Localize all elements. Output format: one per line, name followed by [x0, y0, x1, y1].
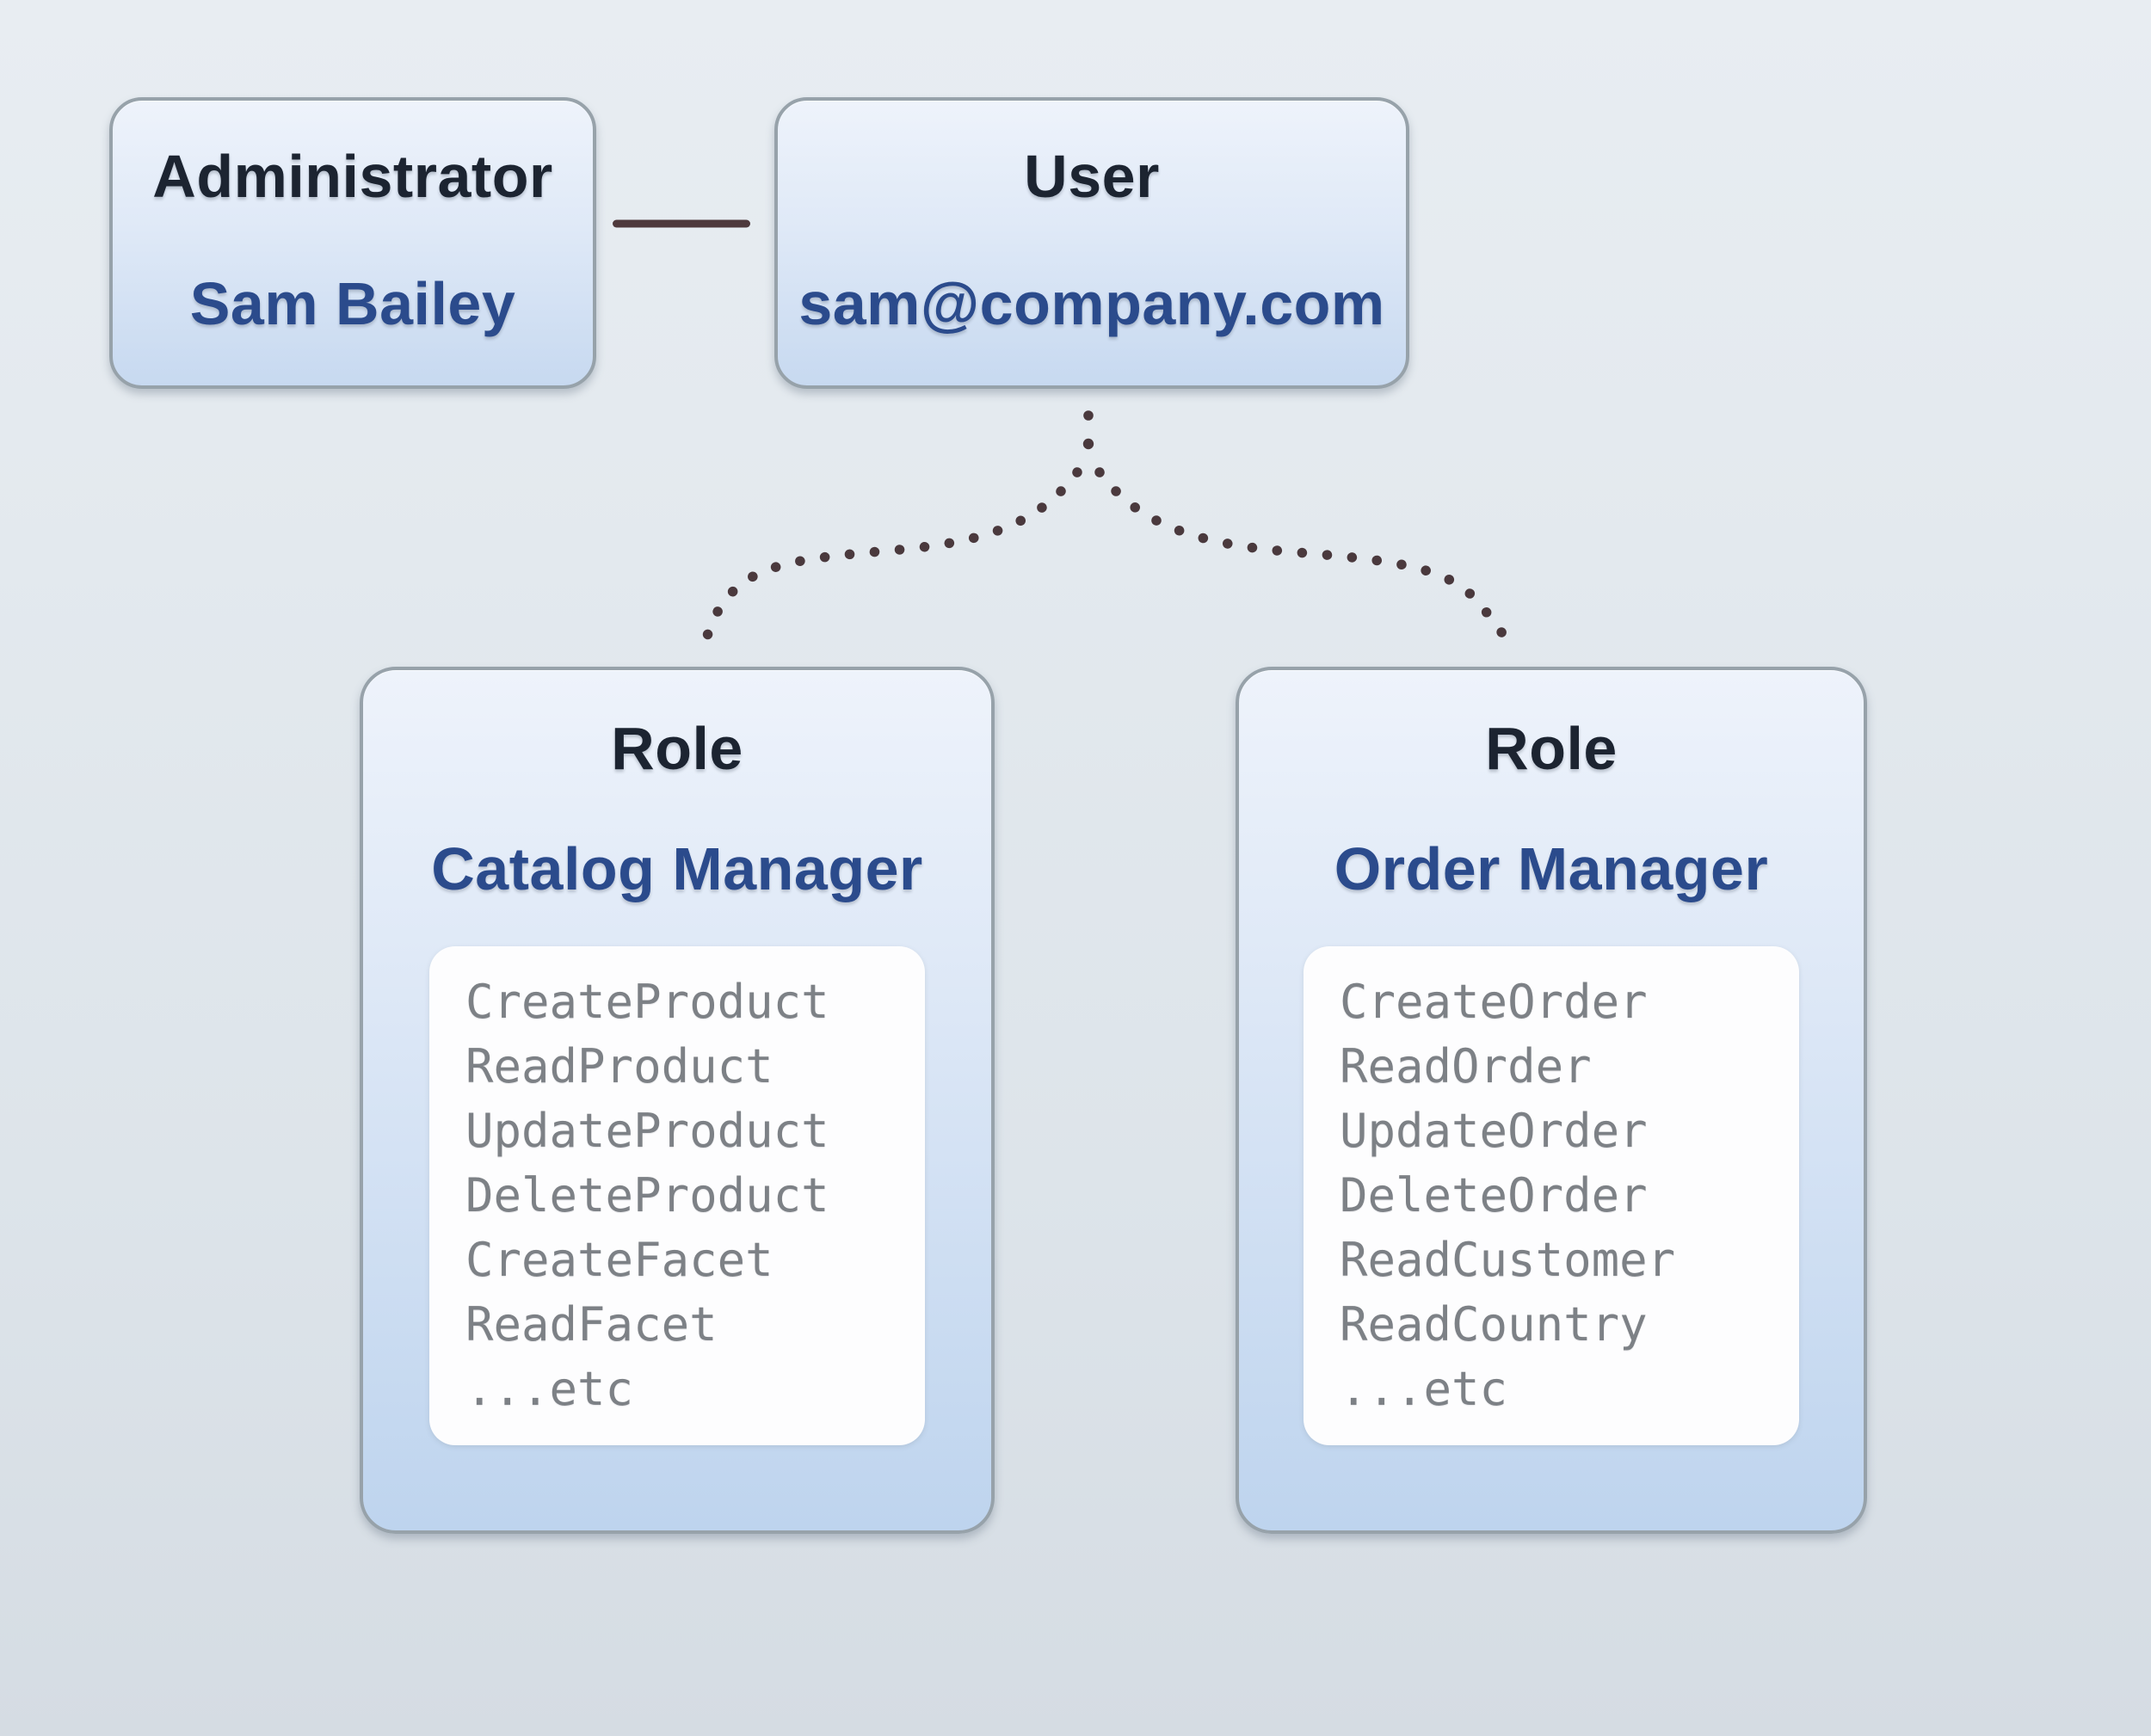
permission-item: ReadOrder: [1340, 1039, 1592, 1093]
permission-item: ReadCountry: [1340, 1297, 1648, 1351]
user-role-dotted-stem: [1082, 438, 1094, 450]
role-card-title: Role: [1485, 715, 1618, 782]
permission-item: ReadProduct: [465, 1039, 773, 1093]
permission-item: CreateOrder: [1340, 975, 1648, 1029]
administrator-name: Sam Bailey: [189, 270, 516, 337]
administrator-card-title: Administrator: [152, 143, 553, 210]
user-card-title: User: [1024, 143, 1160, 210]
role-name-catalog-manager: Catalog Manager: [431, 835, 923, 902]
role-card-title: Role: [611, 715, 743, 782]
user-card: User sam@company.com: [774, 97, 1409, 389]
permission-item: CreateProduct: [465, 975, 829, 1029]
permission-item: UpdateProduct: [465, 1104, 829, 1158]
user-email: sam@company.com: [798, 270, 1385, 337]
permission-item: ...etc: [465, 1362, 634, 1416]
permission-item: UpdateOrder: [1340, 1104, 1648, 1158]
user-role-dotted-stem: [1083, 410, 1094, 421]
permission-item: DeleteProduct: [465, 1168, 829, 1222]
administrator-card: Administrator Sam Bailey: [109, 97, 596, 389]
role-name-order-manager: Order Manager: [1334, 835, 1769, 902]
permission-item: ReadCustomer: [1340, 1233, 1676, 1287]
permission-item: DeleteOrder: [1340, 1168, 1648, 1222]
user-role-dotted-branch-right: [1094, 467, 1514, 652]
permission-item: ...etc: [1340, 1362, 1508, 1416]
admin-user-connector-line: [613, 219, 750, 228]
permission-item: CreateFacet: [465, 1233, 773, 1287]
permission-item: ReadFacet: [465, 1297, 718, 1351]
user-role-dotted-branch-left: [700, 467, 1082, 652]
